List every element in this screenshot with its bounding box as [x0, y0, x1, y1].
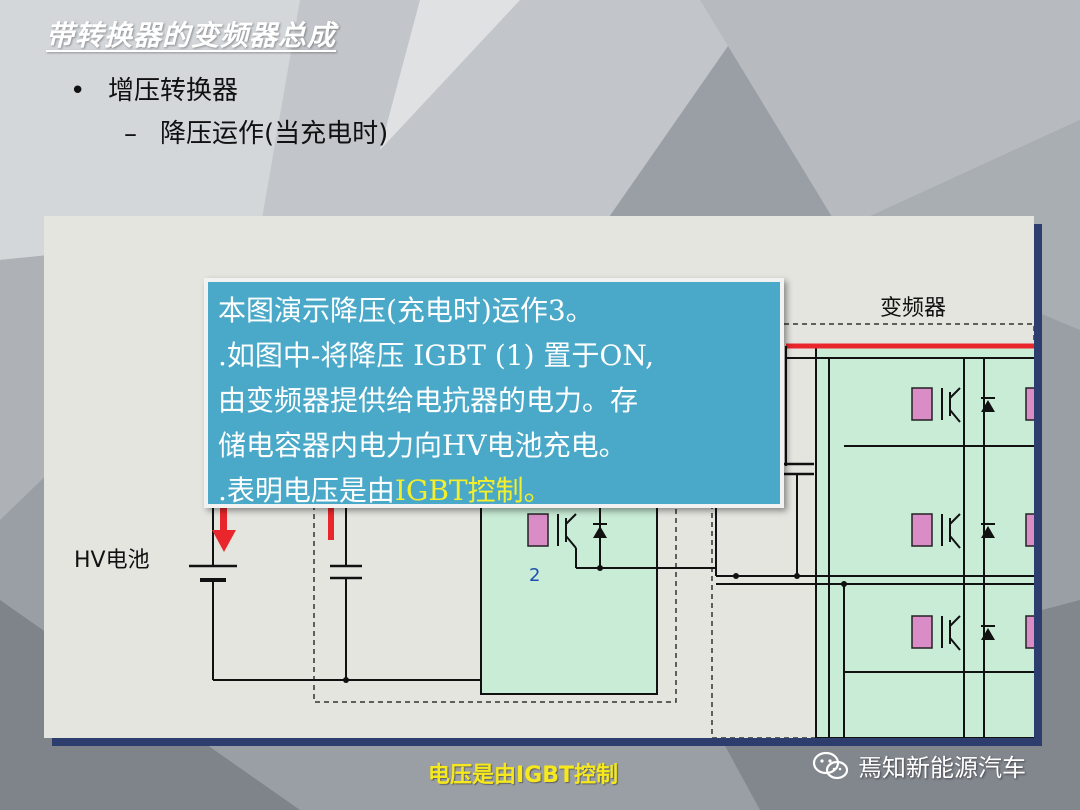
bullet-dash: –: [124, 119, 137, 149]
current-arrow-shaft: [220, 508, 227, 530]
callout-line-4: 储电容器内电力向HV电池充电。: [218, 429, 627, 462]
watermark: 焉知新能源汽车: [812, 748, 1026, 783]
callout-line-1: 本图演示降压(充电时)运作3。: [218, 294, 594, 327]
diode-2: [593, 526, 607, 538]
bullet-2-text: 降压运作(当充电时): [160, 119, 389, 149]
inverter-igbt-lower: [911, 615, 995, 651]
inverter-label: 变频器: [880, 296, 947, 321]
inverter-igbt-upper: [911, 387, 995, 423]
hv-battery-label: HV电池: [74, 548, 150, 573]
bullet-level-1: • 增压转换器: [70, 70, 238, 107]
watermark-text: 焉知新能源汽车: [858, 754, 1026, 782]
slide-title: 带转换器的变频器总成: [46, 19, 337, 52]
diagram-caption: 电压是由IGBT控制: [428, 763, 619, 788]
inverter-igbt-middle: [911, 513, 995, 549]
igbt-number-label: 2: [529, 565, 541, 586]
igbt-gate-2: [527, 513, 549, 547]
bullet-1-text: 增压转换器: [108, 76, 239, 106]
bullet-level-2: –降压运作(当充电时): [124, 113, 388, 150]
wechat-icon: [812, 751, 849, 779]
explanation-callout: 本图演示降压(充电时)运作3。 .如图中-将降压 IGBT (1) 置于ON, …: [204, 278, 784, 508]
callout-line-2: .如图中-将降压 IGBT (1) 置于ON,: [218, 339, 654, 372]
inverter-dashed-outline: [711, 323, 1034, 738]
current-arrow-head: [212, 530, 236, 552]
bullet-dot: •: [70, 76, 86, 106]
callout-line-5-prefix: .表明电压是由: [218, 474, 395, 507]
callout-highlight: IGBT控制。: [394, 474, 552, 507]
current-indicator: [328, 508, 334, 540]
callout-line-3: 由变频器提供给电抗器的电力。存: [218, 384, 639, 417]
igbt-symbol-2: [557, 513, 577, 549]
callout-line-5: .表明电压是由IGBT控制。: [218, 468, 770, 513]
